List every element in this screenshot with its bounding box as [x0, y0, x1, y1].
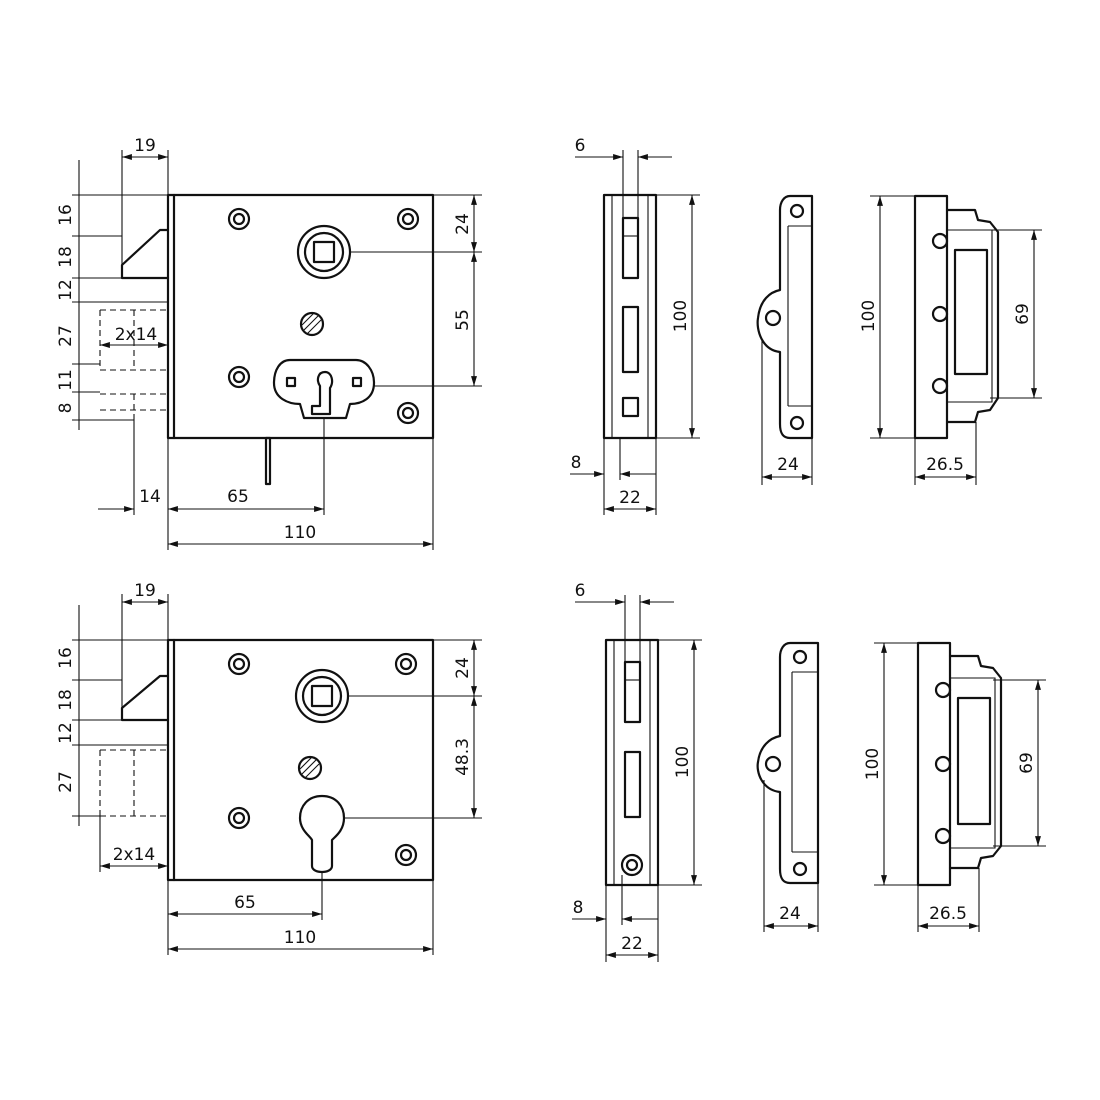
- pin-icon: [297, 755, 323, 781]
- screw-icon: [227, 365, 251, 389]
- screw-icon: [396, 207, 420, 231]
- dim-48-3: 48.3: [453, 738, 473, 776]
- dim-26-5: 26.5: [926, 455, 964, 475]
- screw-icon: [227, 806, 251, 830]
- cylinder-hole-icon: [298, 794, 346, 874]
- dim-100: 100: [859, 300, 879, 332]
- dim-18: 18: [56, 246, 76, 268]
- bottom-lock-body: [99, 638, 435, 882]
- dim-8: 8: [571, 453, 582, 473]
- dim-100: 100: [671, 300, 691, 332]
- keyhole-escutcheon-icon: [272, 358, 376, 420]
- dim-110: 110: [284, 928, 316, 948]
- dim-27: 27: [56, 325, 76, 347]
- spindle-follower-icon: [296, 224, 352, 280]
- dim-12: 12: [56, 279, 76, 301]
- dim-2x14: 2x14: [115, 325, 158, 345]
- dim-65: 65: [234, 893, 256, 913]
- dim-69: 69: [1017, 752, 1037, 774]
- dim-100: 100: [863, 748, 883, 780]
- screw-icon: [227, 652, 251, 676]
- screw-icon: [394, 652, 418, 676]
- screw-icon: [227, 207, 251, 231]
- dim-12: 12: [56, 722, 76, 744]
- bottom-faceplate: 6 100 8 22: [572, 581, 702, 962]
- dim-22: 22: [619, 488, 641, 508]
- dim-2x14: 2x14: [113, 845, 156, 865]
- bottom-keep-side: 24: [756, 641, 820, 932]
- dim-24: 24: [777, 455, 799, 475]
- dim-24: 24: [453, 657, 473, 679]
- dim-26-5: 26.5: [929, 904, 967, 924]
- dim-110: 110: [284, 523, 316, 543]
- dim-16: 16: [56, 204, 76, 226]
- dim-100: 100: [673, 746, 693, 778]
- pin-icon: [299, 311, 325, 337]
- dim-27: 27: [56, 771, 76, 793]
- dim-6: 6: [575, 581, 586, 601]
- dim-8: 8: [573, 898, 584, 918]
- bottom-lock-dimensions: 19 16 18 12 27 2x14 24 48.3 65 110: [56, 581, 482, 955]
- dim-19: 19: [134, 136, 156, 156]
- top-keep-front: 100 69 26.5: [859, 194, 1042, 485]
- bottom-keep-front: 100 69 26.5: [863, 641, 1046, 932]
- dim-6: 6: [575, 136, 586, 156]
- top-lock-body: [99, 193, 435, 486]
- top-lock-dimensions: 19 16 18 12 27 11 8 2x14 24 55: [56, 136, 482, 550]
- dim-24: 24: [453, 213, 473, 235]
- spindle-follower-icon: [294, 668, 350, 724]
- screw-icon: [394, 843, 418, 867]
- dim-11: 11: [56, 369, 76, 391]
- dim-8: 8: [56, 403, 76, 414]
- dim-18: 18: [56, 689, 76, 711]
- dim-69: 69: [1013, 303, 1033, 325]
- dim-14: 14: [139, 487, 161, 507]
- dim-16: 16: [56, 647, 76, 669]
- screw-icon: [396, 401, 420, 425]
- dim-22: 22: [621, 934, 643, 954]
- dim-55: 55: [453, 309, 473, 331]
- dim-19: 19: [134, 581, 156, 601]
- top-keep-side: 24: [756, 194, 814, 485]
- dim-24: 24: [779, 904, 801, 924]
- dim-65: 65: [227, 487, 249, 507]
- top-faceplate: 6 100 8 22: [570, 136, 700, 515]
